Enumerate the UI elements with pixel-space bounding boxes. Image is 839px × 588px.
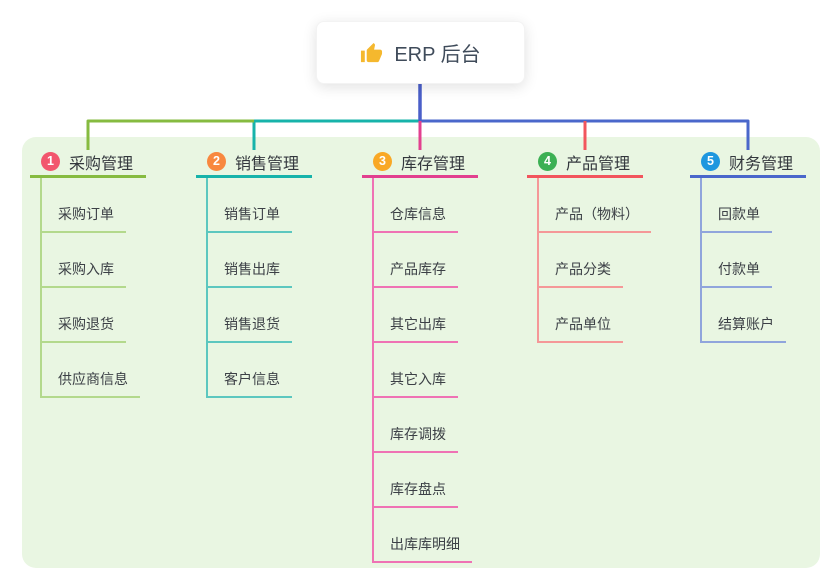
branch-header[interactable]: 2 销售管理 [196, 148, 312, 178]
branch-items: 采购订单采购入库采购退货供应商信息 [30, 178, 146, 398]
mindmap-node-label: 产品分类 [537, 259, 623, 288]
mindmap-node[interactable]: 结算账户 [690, 288, 806, 343]
mindmap-node[interactable]: 库存盘点 [362, 453, 478, 508]
mindmap-node-label: 销售出库 [206, 259, 292, 288]
mindmap-node[interactable]: 产品（物料） [527, 178, 651, 233]
mindmap-node-label: 销售退货 [206, 314, 292, 343]
branch-header[interactable]: 3 库存管理 [362, 148, 478, 178]
mindmap-node-label: 仓库信息 [372, 204, 458, 233]
mindmap-node-label: 产品库存 [372, 259, 458, 288]
thumbs-up-icon [361, 42, 383, 63]
branch-items: 仓库信息产品库存其它出库其它入库库存调拨库存盘点出库库明细 [362, 178, 478, 563]
mindmap-node[interactable]: 销售订单 [196, 178, 312, 233]
mindmap-node-label: 库存调拨 [372, 424, 458, 453]
mindmap-node-label: 产品（物料） [537, 204, 651, 233]
mindmap-node[interactable]: 销售出库 [196, 233, 312, 288]
branch-title: 财务管理 [729, 155, 794, 173]
mindmap-node[interactable]: 供应商信息 [30, 343, 146, 398]
mindmap-node-label: 付款单 [700, 259, 772, 288]
mindmap-node[interactable]: 产品分类 [527, 233, 651, 288]
mindmap-node[interactable]: 产品库存 [362, 233, 478, 288]
mindmap-node-label: 出库库明细 [372, 534, 472, 563]
mindmap-node-label: 客户信息 [206, 369, 292, 398]
branch: 3 库存管理 仓库信息产品库存其它出库其它入库库存调拨库存盘点出库库明细 [362, 148, 478, 563]
branch-items: 产品（物料） 产品分类产品单位 [527, 178, 651, 343]
mindmap-node-label: 采购退货 [40, 314, 126, 343]
mindmap-node-label: 结算账户 [700, 314, 786, 343]
branch-number-badge: 2 [207, 152, 226, 171]
branch: 4 产品管理 产品（物料） 产品分类产品单位 [527, 148, 651, 343]
mindmap-node-label: 回款单 [700, 204, 772, 233]
mindmap-node[interactable]: 采购入库 [30, 233, 146, 288]
branch-header[interactable]: 5 财务管理 [690, 148, 806, 178]
branch-items: 回款单付款单结算账户 [690, 178, 806, 343]
mindmap-node-label: 其它入库 [372, 369, 458, 398]
branch-title: 库存管理 [401, 155, 466, 173]
mindmap-node[interactable]: 采购退货 [30, 288, 146, 343]
mindmap-node-label: 销售订单 [206, 204, 292, 233]
mindmap-node-label: 采购订单 [40, 204, 126, 233]
mindmap-node-label: 其它出库 [372, 314, 458, 343]
mindmap-node-label: 供应商信息 [40, 369, 140, 398]
mindmap-node[interactable]: 客户信息 [196, 343, 312, 398]
branch-title: 产品管理 [566, 155, 631, 173]
mindmap-node[interactable]: 其它出库 [362, 288, 478, 343]
mindmap-node[interactable]: 出库库明细 [362, 508, 478, 563]
branch-number-badge: 4 [538, 152, 557, 171]
mindmap-node[interactable]: 仓库信息 [362, 178, 478, 233]
branch-title: 采购管理 [69, 155, 134, 173]
mindmap-node[interactable]: 产品单位 [527, 288, 651, 343]
root-node-erp[interactable]: ERP 后台 [316, 21, 525, 84]
branch-number-badge: 5 [701, 152, 720, 171]
mindmap-node[interactable]: 库存调拨 [362, 398, 478, 453]
mindmap-node-label: 采购入库 [40, 259, 126, 288]
branch: 2 销售管理 销售订单销售出库销售退货客户信息 [196, 148, 312, 398]
branch-number-badge: 3 [373, 152, 392, 171]
branches-background-panel [22, 137, 820, 568]
branch: 1 采购管理 采购订单采购入库采购退货供应商信息 [30, 148, 146, 398]
root-node-title: ERP 后台 [394, 44, 481, 66]
mindmap-node[interactable]: 其它入库 [362, 343, 478, 398]
mindmap-node[interactable]: 付款单 [690, 233, 806, 288]
branch-number-badge: 1 [41, 152, 60, 171]
mindmap-node[interactable]: 回款单 [690, 178, 806, 233]
mindmap-node[interactable]: 采购订单 [30, 178, 146, 233]
branch-items: 销售订单销售出库销售退货客户信息 [196, 178, 312, 398]
branch: 5 财务管理 回款单付款单结算账户 [690, 148, 806, 343]
mindmap-node-label: 库存盘点 [372, 479, 458, 508]
mindmap-node[interactable]: 销售退货 [196, 288, 312, 343]
branch-header[interactable]: 1 采购管理 [30, 148, 146, 178]
branch-title: 销售管理 [235, 155, 300, 173]
branch-header[interactable]: 4 产品管理 [527, 148, 643, 178]
mindmap-node-label: 产品单位 [537, 314, 623, 343]
